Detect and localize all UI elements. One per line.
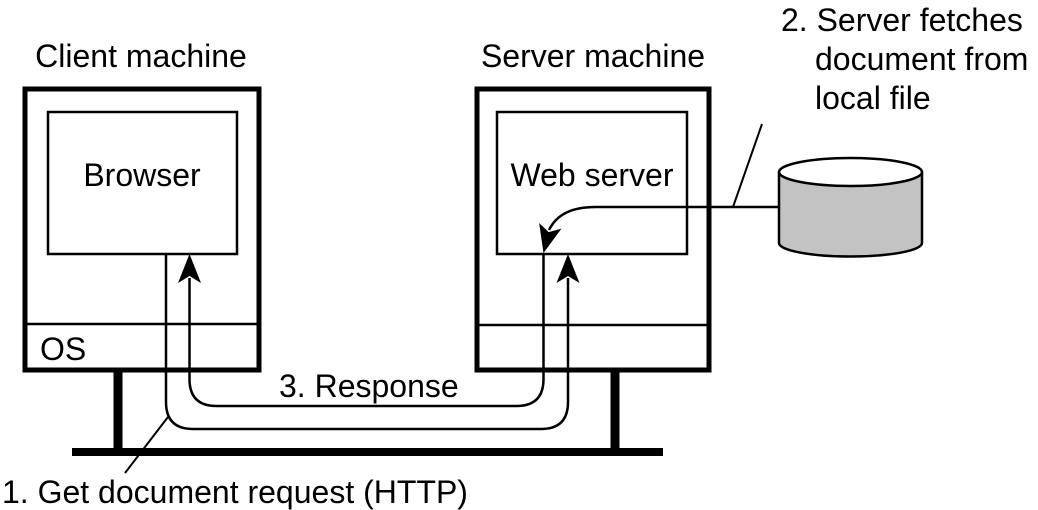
fetch-flow	[539, 205, 779, 253]
response-path	[188, 254, 545, 408]
disk-top	[777, 156, 924, 188]
client-machine-title: Client machine	[35, 38, 247, 74]
server-machine-group	[474, 86, 712, 373]
arrow-up-icon	[556, 254, 580, 283]
web-server-box	[495, 110, 689, 256]
disk-body	[777, 172, 924, 258]
database-cylinder-icon	[777, 156, 924, 258]
step1-request-label: 1. Get document request (HTTP)	[2, 474, 468, 510]
browser-box	[46, 110, 239, 256]
response-flow	[178, 254, 545, 408]
step2-line2: document from	[815, 41, 1028, 77]
step2-line1: 2. Server fetches	[781, 2, 1023, 38]
step2-fetch-label: 2. Server fetches document from local fi…	[781, 2, 1028, 116]
network-group	[72, 370, 663, 456]
step1-pointer-line	[124, 416, 169, 474]
browser-label: Browser	[83, 157, 201, 193]
fetch-path	[547, 205, 779, 231]
request-flow	[164, 254, 580, 431]
os-label: OS	[40, 331, 86, 367]
step2-line3: local file	[815, 80, 931, 116]
step3-response-label: 3. Response	[279, 368, 459, 404]
server-machine-title: Server machine	[481, 38, 705, 74]
request-path	[164, 255, 570, 431]
arrow-down-icon	[539, 223, 562, 253]
arrow-up-icon	[178, 254, 201, 283]
step2-pointer-line	[732, 123, 763, 208]
web-server-label: Web server	[510, 157, 673, 193]
client-machine-group	[22, 86, 262, 373]
